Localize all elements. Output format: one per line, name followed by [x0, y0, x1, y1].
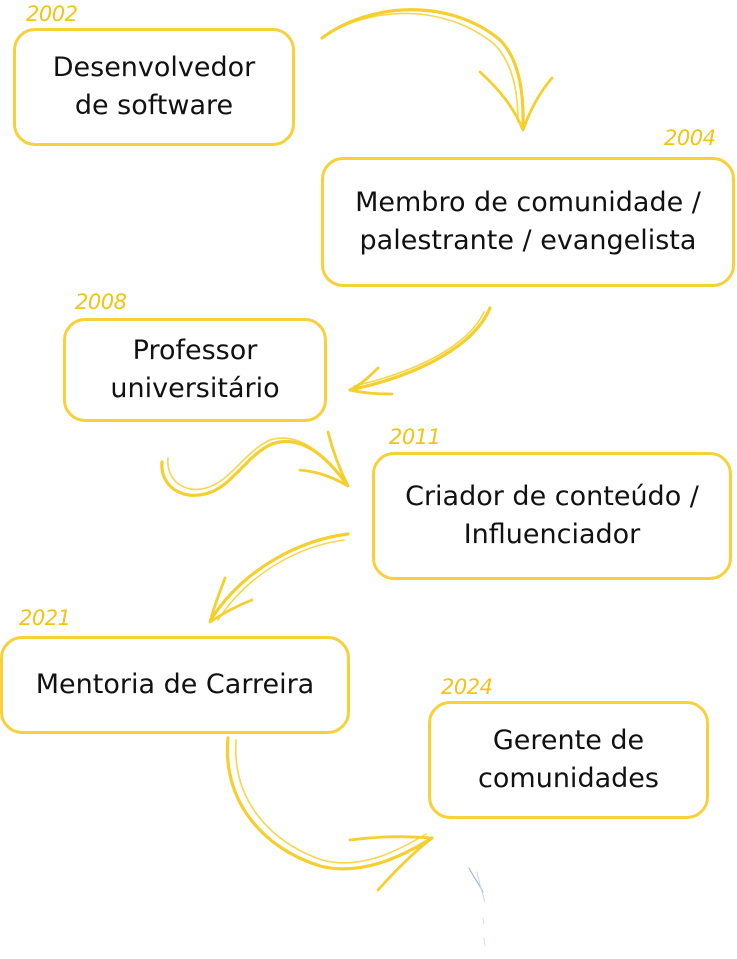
arrow-2002-to-2004 [320, 8, 554, 132]
box-line: palestrante / evangelista [359, 225, 697, 256]
box-line: Membro de comunidade / [355, 187, 701, 218]
year-label: 2008 [75, 290, 127, 314]
year-label: 2002 [26, 2, 78, 26]
box-line: Criador de conteúdo / [405, 481, 699, 512]
timeline-box-career-mentoring: Mentoria de Carreira [0, 636, 350, 734]
timeline-box-developer: Desenvolvedor de software [13, 28, 295, 146]
year-label: 2021 [19, 606, 71, 630]
arrow-2011-to-2021 [208, 532, 350, 624]
arrow-2021-to-2024 [225, 736, 434, 892]
timeline-box-community-manager: Gerente de comunidades [428, 701, 709, 819]
arrow-2004-to-2008 [348, 306, 492, 396]
box-line: Gerente de [492, 725, 645, 756]
timeline-box-content-creator: Criador de conteúdo / Influenciador [372, 452, 732, 580]
box-line: Professor [132, 335, 258, 366]
timeline-box-community-member: Membro de comunidade / palestrante / eva… [321, 157, 735, 287]
arrow-2008-to-2011 [160, 430, 350, 497]
box-line: Mentoria de Carreira [35, 669, 315, 700]
timeline-box-professor: Professor universitário [63, 318, 327, 422]
box-line: Desenvolvedor [52, 52, 256, 83]
box-line: de software [74, 90, 234, 121]
year-label: 2024 [441, 675, 493, 699]
decorative-scribble [468, 867, 486, 947]
box-line: Influenciador [463, 519, 641, 550]
box-line: comunidades [478, 763, 659, 794]
year-label: 2011 [389, 425, 441, 449]
year-label: 2004 [664, 126, 716, 150]
box-line: universitário [110, 373, 280, 404]
